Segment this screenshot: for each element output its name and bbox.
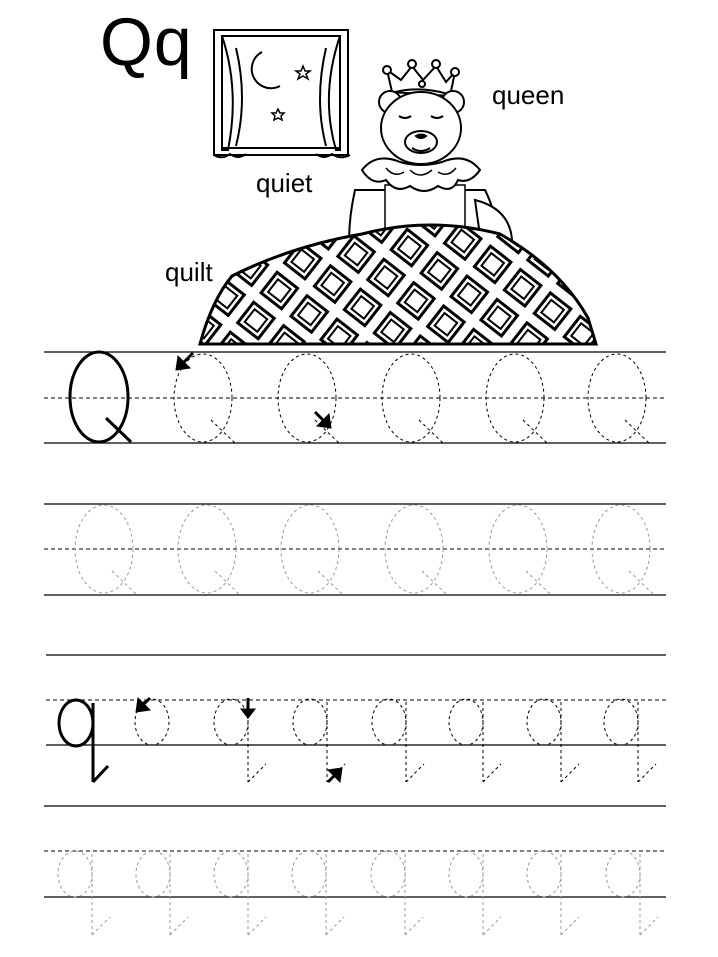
model-letter-Q <box>68 350 133 444</box>
stroke-arrow-icon <box>313 410 332 429</box>
word-quiet: quiet <box>256 168 313 198</box>
stroke-arrow-icon <box>175 351 195 371</box>
quilt-icon <box>198 223 599 346</box>
uppercase-tracing-row-1 <box>44 350 666 445</box>
uppercase-tracing-row-2 <box>44 503 666 596</box>
model-letter-q <box>57 698 110 784</box>
word-quilt: quilt <box>165 257 213 287</box>
stroke-arrow-icon <box>239 698 257 719</box>
lowercase-tracing-row-2 <box>44 850 666 936</box>
window-moon-stars-icon <box>213 29 351 159</box>
letter-heading: Qq <box>100 4 193 80</box>
lowercase-tracing-row-1 <box>44 654 666 807</box>
stroke-arrow-icon <box>326 767 343 784</box>
word-queen: queen <box>492 80 565 110</box>
stroke-arrow-icon <box>135 696 152 713</box>
